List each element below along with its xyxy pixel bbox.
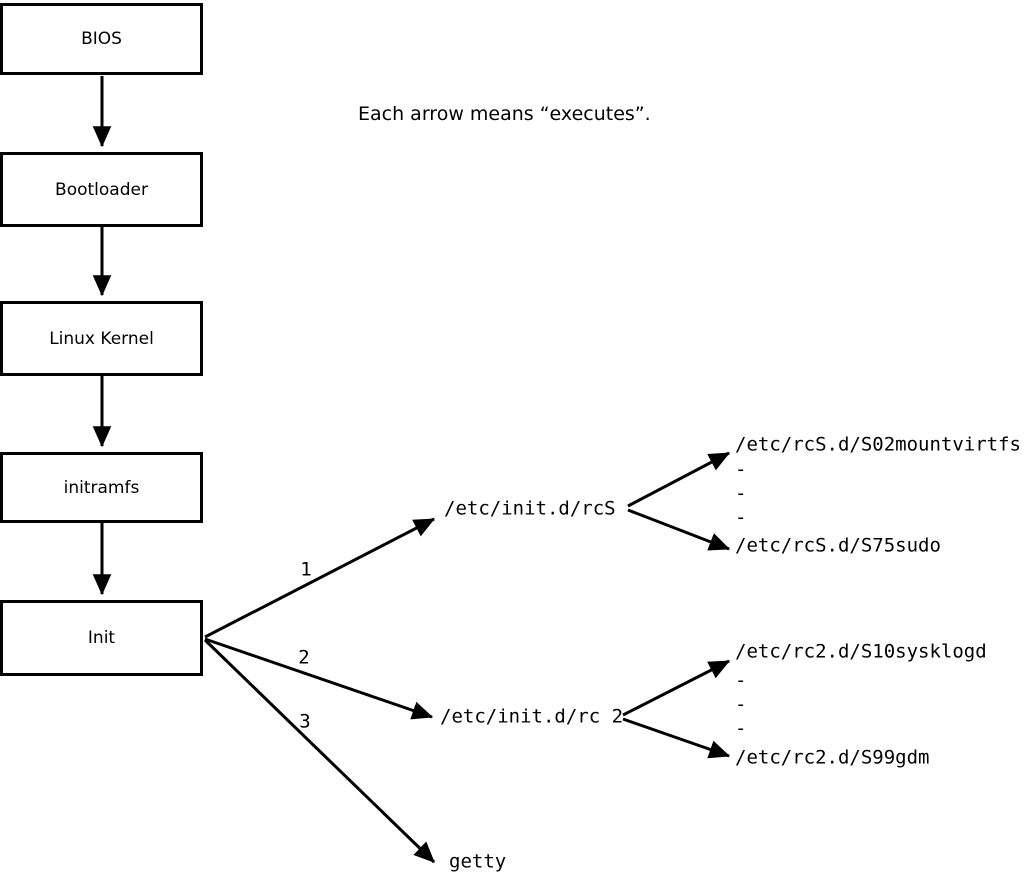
node-init-label: Init — [87, 628, 116, 648]
branch-order-1: 1 — [300, 558, 312, 581]
arrow-rc2-s99gdm — [622, 717, 731, 759]
branch-order-2: 2 — [298, 646, 310, 669]
node-initramfs: initramfs — [0, 452, 203, 523]
rc2-script-s99gdm: /etc/rc2.d/S99gdm — [735, 746, 930, 769]
arrow-rcS-s75sudo — [627, 508, 731, 551]
rcS-script-ellipsis-1: - — [735, 458, 747, 481]
arrow-init-rc2 — [204, 637, 434, 720]
target-etc-init-d-rc2: /etc/init.d/rc 2 — [440, 705, 624, 728]
node-bios-label: BIOS — [81, 29, 122, 49]
node-bios: BIOS — [0, 3, 203, 75]
rc2-script-ellipsis-3: - — [735, 717, 747, 740]
arrow-rc2-s10sysklogd — [622, 659, 731, 717]
arrow-init-rcS — [204, 517, 436, 639]
node-linux-kernel: Linux Kernel — [0, 301, 203, 376]
rcS-script-ellipsis-3: - — [735, 506, 747, 529]
branch-order-3: 3 — [299, 710, 311, 733]
rcS-script-s02mountvirtfs: /etc/rcS.d/S02mountvirtfs — [735, 433, 1021, 456]
node-initramfs-label: initramfs — [63, 477, 140, 498]
rc2-script-ellipsis-2: - — [735, 693, 747, 716]
node-bootloader: Bootloader — [0, 152, 203, 227]
rcS-script-ellipsis-2: - — [735, 482, 747, 505]
node-bootloader-label: Bootloader — [55, 179, 148, 200]
rc2-script-ellipsis-1: - — [735, 669, 747, 692]
arrow-rcS-s02mountvirtfs — [627, 451, 731, 508]
arrow-init-getty — [203, 638, 436, 864]
target-getty: getty — [449, 850, 507, 873]
target-etc-init-d-rcS: /etc/init.d/rcS — [444, 497, 616, 520]
rcS-script-s75sudo: /etc/rcS.d/S75sudo — [735, 534, 941, 557]
note-arrow-meaning: Each arrow means “executes”. — [358, 103, 651, 125]
node-linux-kernel-label: Linux Kernel — [49, 328, 154, 349]
rc2-script-s10sysklogd: /etc/rc2.d/S10sysklogd — [735, 640, 987, 663]
node-init: Init — [0, 600, 203, 676]
